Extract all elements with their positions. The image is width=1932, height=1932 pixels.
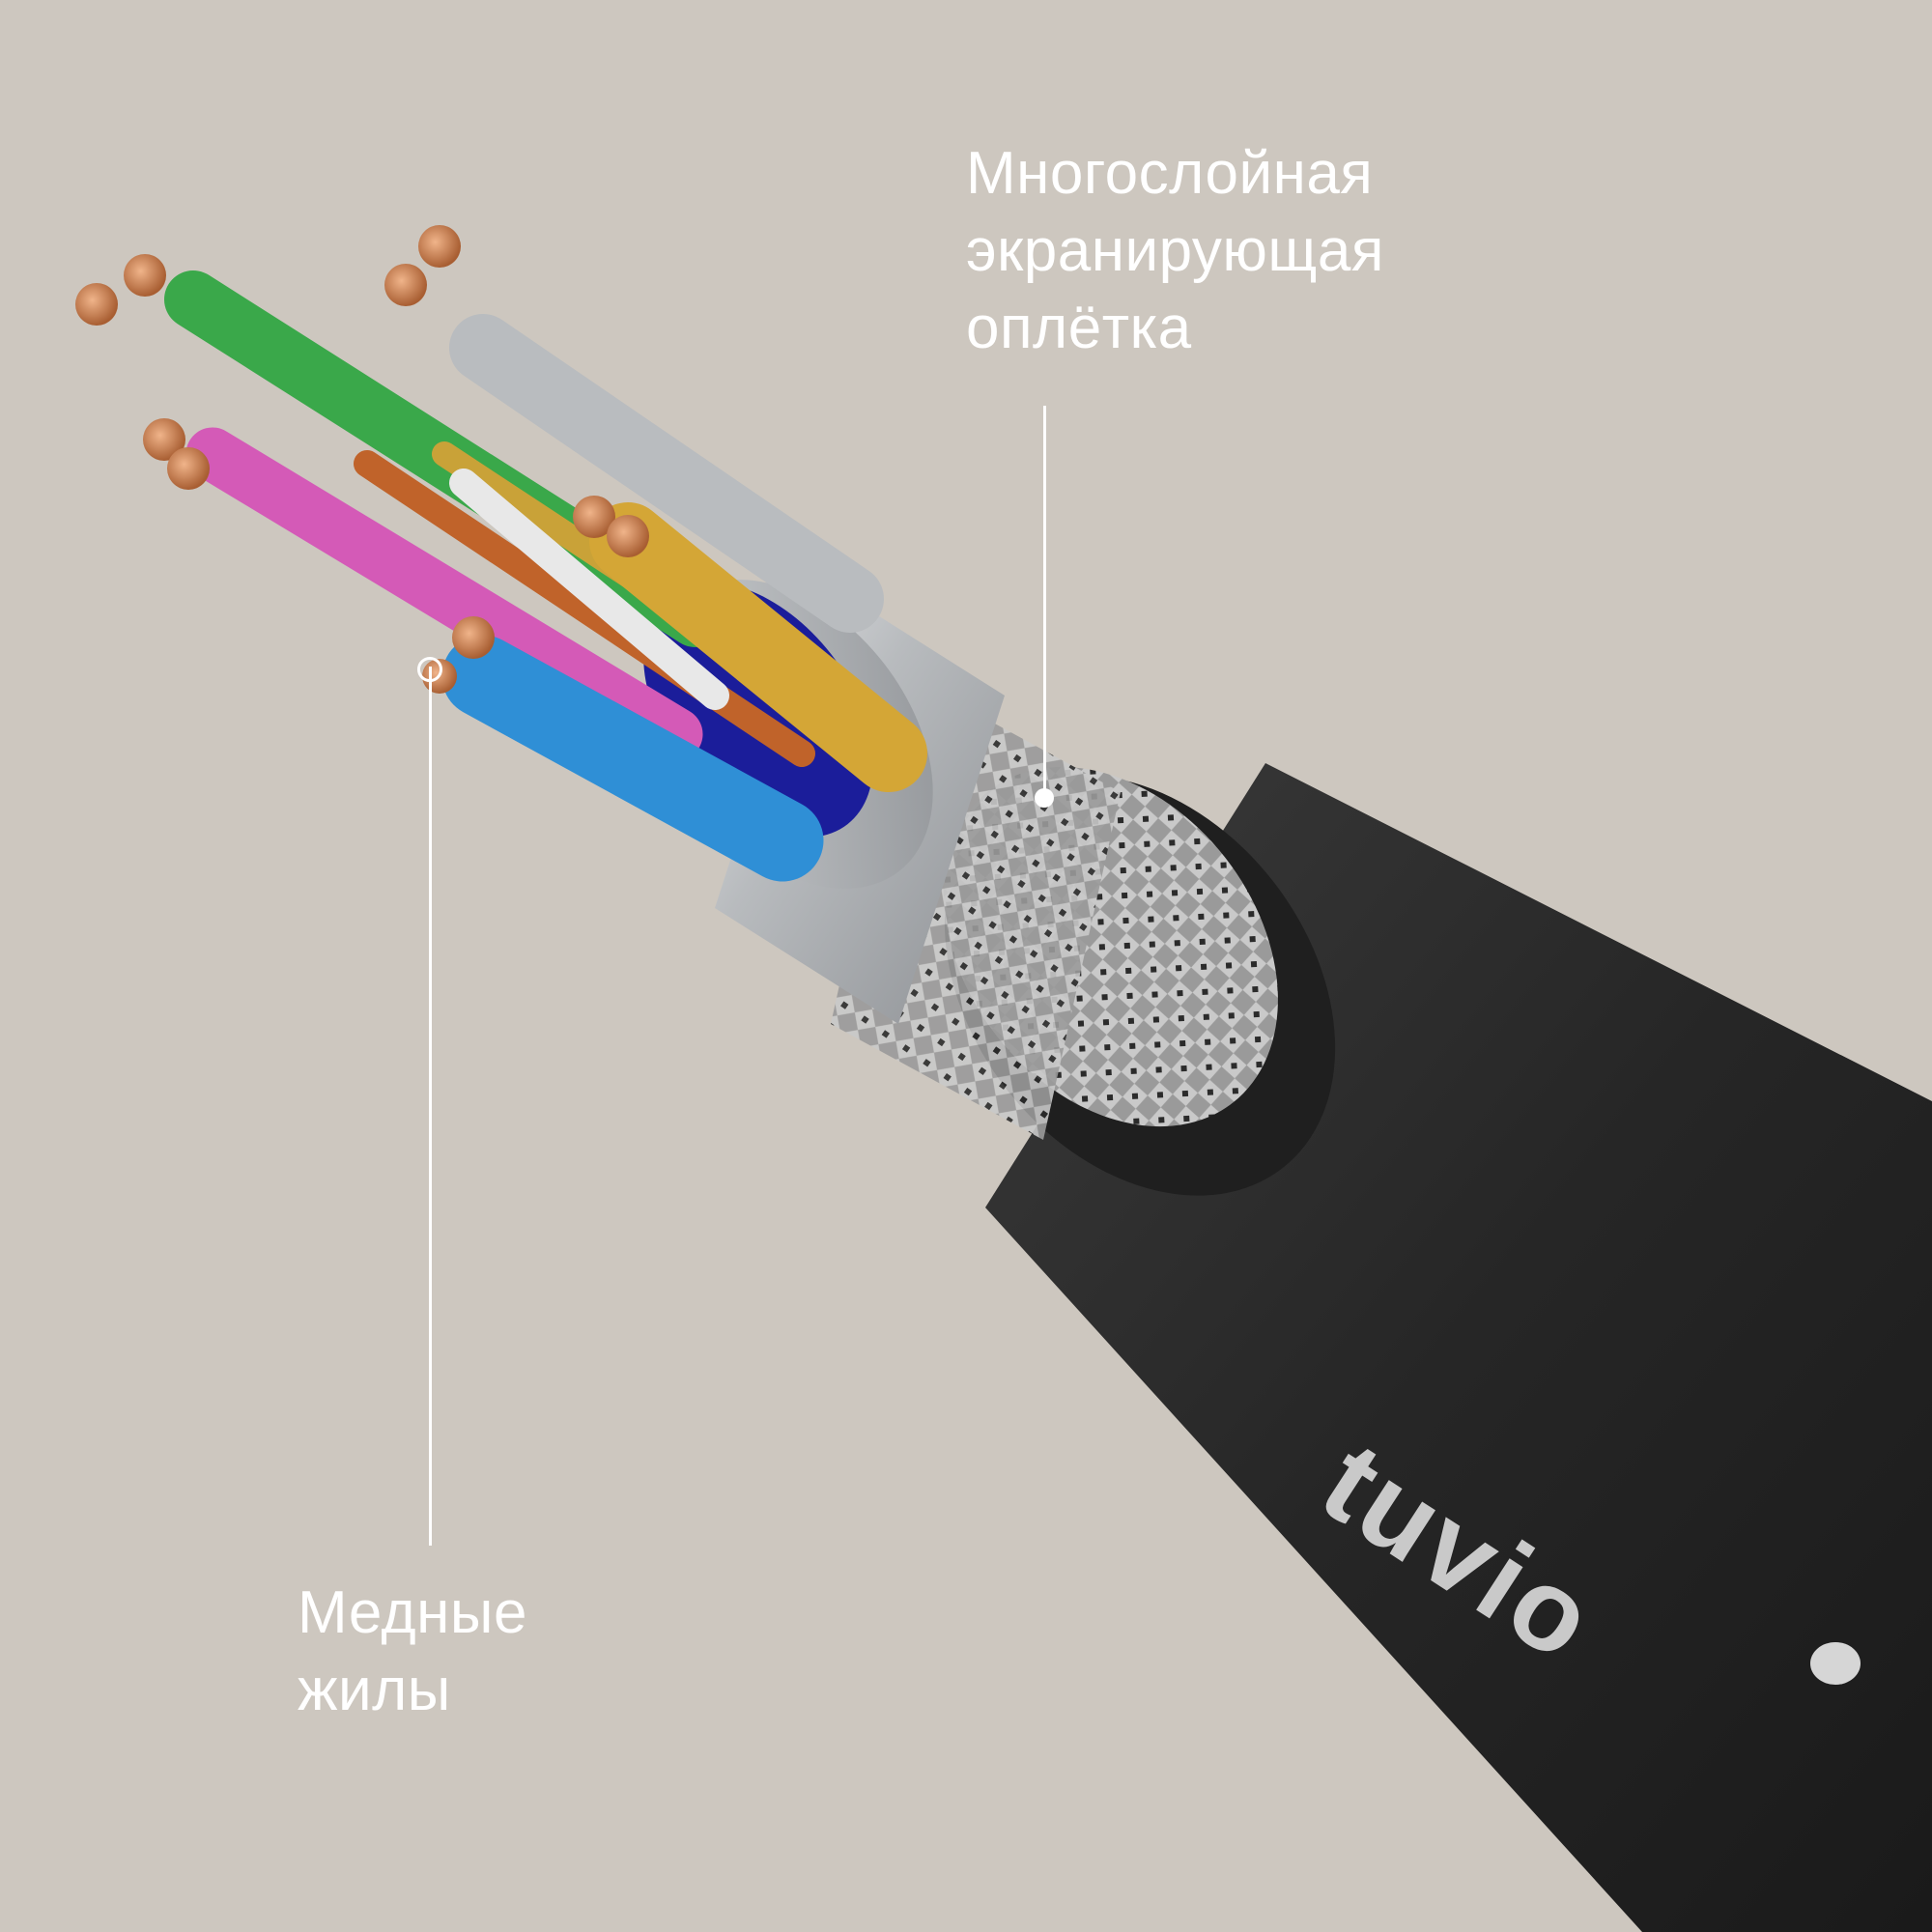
copper-callout: Медные жилы — [298, 1575, 527, 1729]
shield-leader-line — [1043, 406, 1046, 797]
jacket-marker — [1810, 1642, 1861, 1685]
copper-leader-line — [429, 667, 432, 1546]
copper-conductors — [75, 225, 649, 694]
wire-bundle — [164, 270, 927, 882]
copper-leader-dot — [417, 657, 442, 682]
copper-callout-line2: жилы — [298, 1657, 451, 1723]
shield-leader-dot — [1035, 788, 1054, 808]
shield-callout-line1: Многослойная — [966, 140, 1374, 207]
copper-callout-line1: Медные — [298, 1579, 527, 1646]
shield-callout: Многослойная экранирующая оплётка — [966, 135, 1384, 367]
shield-callout-line2: экранирующая — [966, 217, 1384, 284]
shield-callout-line3: оплётка — [966, 295, 1192, 361]
